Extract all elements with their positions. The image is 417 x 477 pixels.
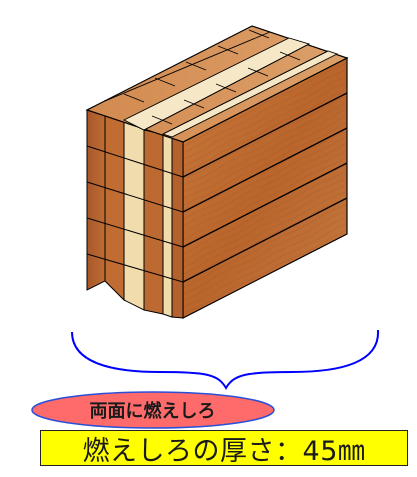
panel-right-face [182, 57, 348, 319]
badge-ellipse [31, 391, 275, 429]
char-thickness-box: 燃えしろの厚さ：45㎜ [40, 430, 408, 467]
panel-left-face [86, 99, 184, 319]
both-sides-char-label: 両面に燃えしろ [89, 401, 216, 422]
curly-brace [71, 329, 380, 391]
panel-top-face [85, 25, 349, 143]
